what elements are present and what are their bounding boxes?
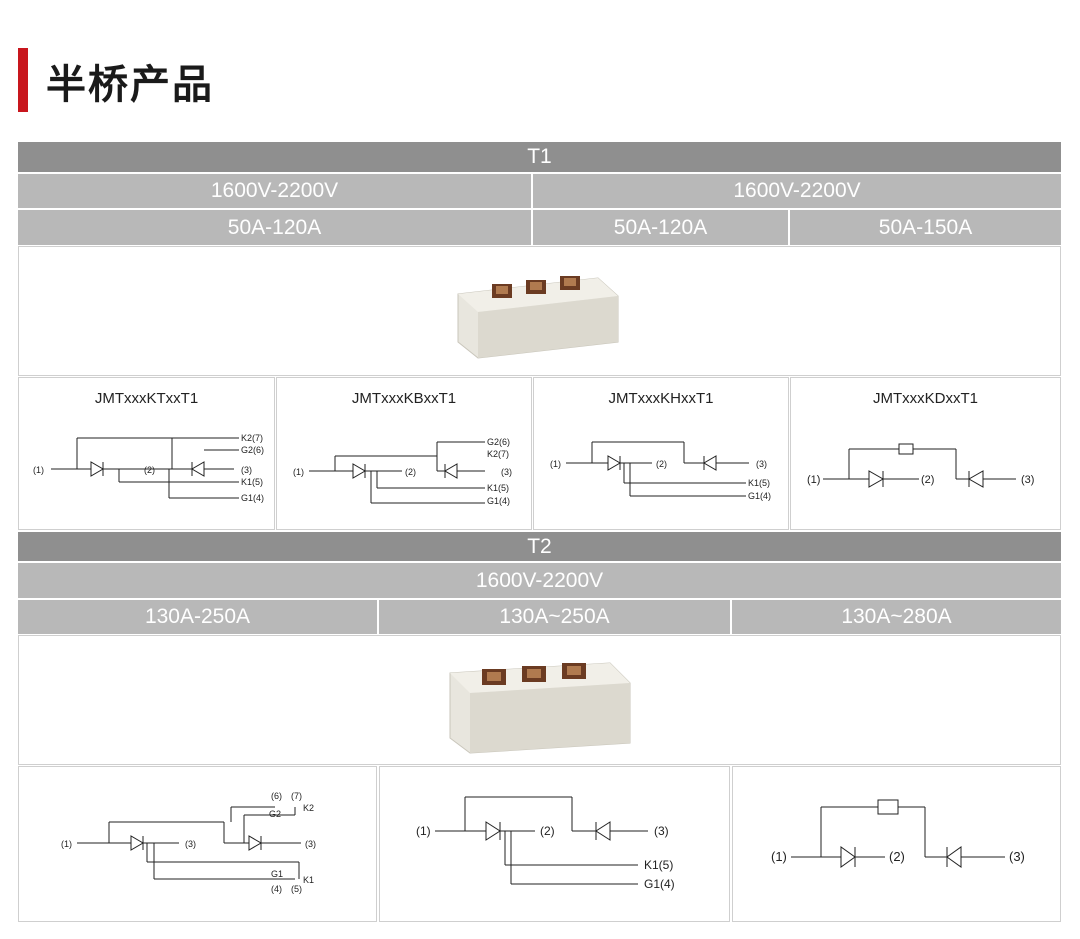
svg-text:G1(4): G1(4): [487, 496, 510, 506]
svg-text:(3): (3): [501, 467, 512, 477]
svg-text:(2): (2): [405, 467, 416, 477]
svg-text:(3): (3): [185, 839, 196, 849]
t2-current-2: 130A~250A: [379, 600, 730, 634]
svg-text:(1): (1): [771, 849, 787, 864]
t2-header: T2: [18, 532, 1061, 561]
part-name: JMTxxxKBxxT1: [351, 390, 457, 407]
svg-text:(2): (2): [540, 824, 555, 838]
part-name: JMTxxxKHxxT1: [608, 390, 714, 407]
svg-text:G1(4): G1(4): [748, 491, 771, 501]
t1-current-2: 50A-120A: [533, 210, 788, 245]
t1-voltage-left: 1600V-2200V: [18, 174, 531, 208]
svg-text:G1(4): G1(4): [241, 493, 264, 503]
t1-voltage-right: 1600V-2200V: [533, 174, 1061, 208]
svg-text:(2): (2): [656, 459, 667, 469]
circuit-diagram: (1) (2) (3): [771, 799, 1025, 868]
svg-text:K2(7): K2(7): [487, 449, 509, 459]
svg-text:G2(6): G2(6): [487, 437, 510, 447]
svg-text:(2): (2): [921, 474, 934, 486]
t1-diagram-kh: JMTxxxKHxxT1 (1) (2) (3) K1(5) G1(4): [533, 377, 789, 530]
part-name: JMTxxxKTxxT1: [94, 390, 199, 407]
svg-text:(2): (2): [144, 465, 155, 475]
circuit-diagram: (1) (3) (3) (6) (7) K2 G2 G1 K1 (4) (5): [61, 791, 316, 894]
t2-diagram-1: (1) (3) (3) (6) (7) K2 G2 G1 K1 (4) (5): [18, 766, 377, 922]
t2-voltage: 1600V-2200V: [18, 563, 1061, 598]
svg-text:(2): (2): [889, 849, 905, 864]
svg-text:K2: K2: [303, 803, 314, 813]
svg-text:(3): (3): [756, 459, 767, 469]
t2-diagram-2: (1) (2) (3) K1(5) G1(4): [379, 766, 730, 922]
svg-text:G1: G1: [271, 869, 283, 879]
title-accent-bar: [18, 48, 28, 112]
t2-current-1: 130A-250A: [18, 600, 377, 634]
svg-text:(7): (7): [291, 791, 302, 801]
svg-text:(1): (1): [416, 824, 431, 838]
svg-text:(1): (1): [293, 467, 304, 477]
t1-current-1: 50A-120A: [18, 210, 531, 245]
svg-text:K1(5): K1(5): [748, 478, 770, 488]
svg-text:(3): (3): [654, 824, 669, 838]
t1-module-image: [457, 276, 618, 359]
t1-diagram-kd: JMTxxxKDxxT1 (1) (2) (3): [790, 377, 1061, 530]
t1-diagram-kb: JMTxxxKBxxT1 (1) (2) G2(6) K2(7) (3) K1(…: [276, 377, 532, 530]
t2-current-3: 130A~280A: [732, 600, 1061, 634]
svg-text:G2: G2: [269, 809, 281, 819]
t2-product-image-row: [18, 635, 1061, 765]
svg-text:(1): (1): [61, 839, 72, 849]
svg-text:(6): (6): [271, 791, 282, 801]
t1-product-image-row: [18, 246, 1061, 376]
circuit-diagram: (1) (2) (3) K1(5) G1(4): [550, 441, 771, 501]
t1-diagram-kt: JMTxxxKTxxT1 (1) (2) K2(7) G2(6) (3) K1(…: [18, 377, 275, 530]
svg-text:(4): (4): [271, 884, 282, 894]
page-title: 半桥产品: [46, 62, 214, 108]
svg-text:(3): (3): [305, 839, 316, 849]
svg-text:(1): (1): [807, 474, 820, 486]
svg-text:K1(5): K1(5): [241, 477, 263, 487]
svg-text:G2(6): G2(6): [241, 445, 264, 455]
part-name: JMTxxxKDxxT1: [873, 390, 978, 407]
circuit-diagram: (1) (2) (3): [807, 443, 1034, 488]
svg-text:(1): (1): [550, 459, 561, 469]
svg-text:(5): (5): [291, 884, 302, 894]
svg-text:K2(7): K2(7): [241, 433, 263, 443]
svg-text:K1(5): K1(5): [644, 858, 673, 872]
svg-text:(3): (3): [1009, 849, 1025, 864]
circuit-diagram: (1) (2) G2(6) K2(7) (3) K1(5) G1(4): [293, 437, 512, 506]
svg-text:(3): (3): [241, 465, 252, 475]
t1-current-3: 50A-150A: [790, 210, 1061, 245]
svg-text:(1): (1): [33, 465, 44, 475]
t2-diagram-3: (1) (2) (3): [732, 766, 1061, 922]
circuit-diagram: (1) (2) K2(7) G2(6) (3) K1(5) G1(4): [33, 433, 264, 503]
t1-header: T1: [18, 142, 1061, 172]
t2-module-image: [449, 661, 630, 754]
svg-text:K1: K1: [303, 875, 314, 885]
svg-text:K1(5): K1(5): [487, 483, 509, 493]
svg-text:G1(4): G1(4): [644, 877, 675, 891]
circuit-diagram: (1) (2) (3) K1(5) G1(4): [416, 796, 675, 891]
svg-text:(3): (3): [1021, 474, 1034, 486]
